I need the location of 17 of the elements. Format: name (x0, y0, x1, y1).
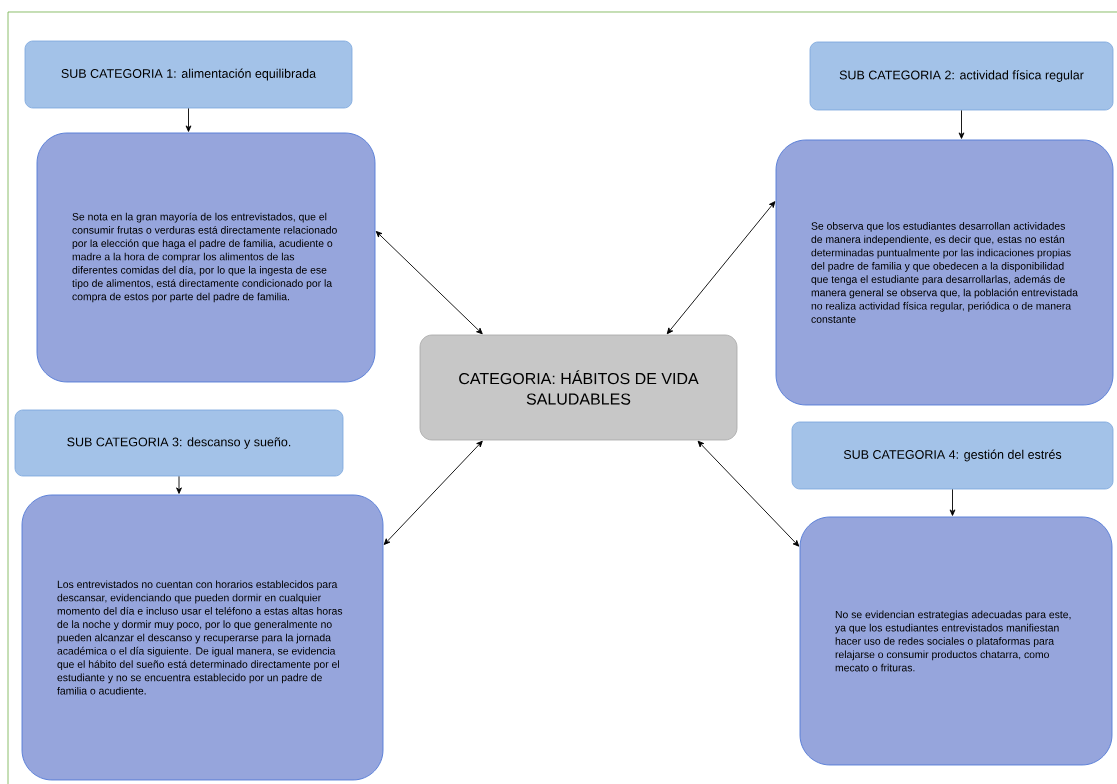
arrow (176, 475, 182, 494)
arrow (958, 109, 965, 139)
subcategory-box: SUB CATEGORIA 4: gestión del estrés (791, 421, 1114, 490)
arrow (697, 440, 800, 547)
arrow (666, 201, 776, 335)
description-box: No se evidencian estrategias adecuadas para este, ya que los estudiantes entrevistados manifiestan hacer uso de redes sociales o plataformas para relajarse o consumir productos chatarra, como mecato o frituras. (799, 516, 1113, 766)
arrow (375, 231, 483, 335)
subcategory-box: SUB CATEGORIA 3: descanso y sueño. (14, 409, 344, 477)
arrow (949, 488, 956, 516)
subcategory-box: SUB CATEGORIA 1: alimentación equilibrada (24, 40, 353, 109)
arrow (383, 440, 483, 545)
category-box: CATEGORIA: HÁBITOS DE VIDA SALUDABLES (419, 334, 738, 441)
arrow (185, 107, 192, 132)
description-box: Se observa que los estudiantes desarrollan actividades de manera independiente, es decir que, estas no están determinadas puntualmente por las indicaciones propias del padre de familia y que obedecen a la disponibilidad que tenga el estudiante para desarrollarlas, además de manera general se observa que, la población entrevistada no realiza actividad física regular, periódica o de manera constante (775, 139, 1114, 406)
subcategory-box: SUB CATEGORIA 2: actividad física regular (809, 41, 1114, 111)
description-box: Se nota en la gran mayoría de los entrevistados, que el consumir frutas o verduras está directamente relacionado por la elección que haga el padre de familia, acudiente o madre a la hora de comprar los alimentos de las diferentes comidas del día, por lo que la ingesta de ese tipo de alimentos, está directamente condicionado por la compra de estos por parte del padre de familia. (36, 132, 376, 383)
description-box: Los entrevistados no cuentan con horarios establecidos para descansar, evidenciando que pueden dormir en cualquier momento del día e incluso usar el teléfono a estas altas horas de la noche y dormir muy poco, por lo que generalmente no pueden alcanzar el descanso y recuperarse para la jornada académica o el día siguiente. De igual manera, se evidencia que el hábito del sueño está determinado directamente por el estudiante y no se encuentra establecido por un padre de familia o acudiente. (21, 494, 384, 781)
